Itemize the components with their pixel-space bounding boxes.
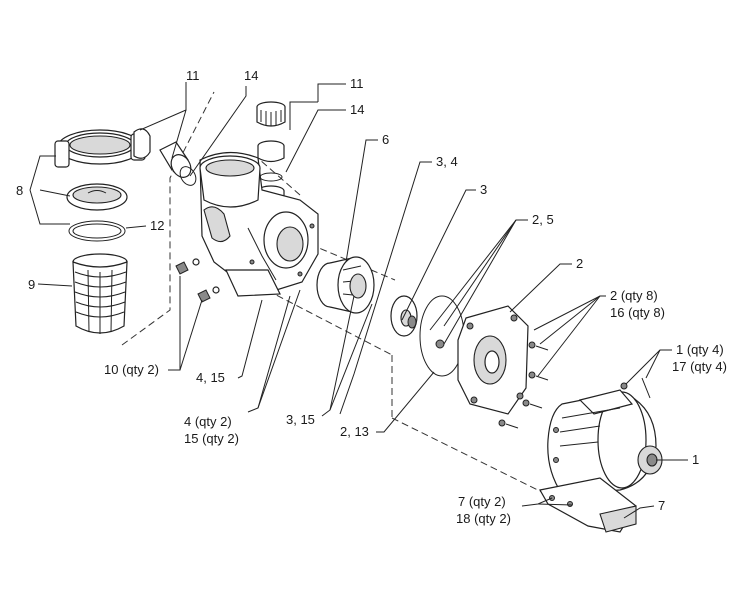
label-15-qty-2: 15 (qty 2) (184, 431, 239, 446)
pump-housing (199, 151, 319, 297)
label-9: 9 (28, 277, 35, 292)
label-4-15: 4, 15 (196, 370, 225, 385)
strainer-lid (66, 183, 128, 211)
label-6: 6 (382, 132, 389, 147)
label-8: 8 (16, 183, 23, 198)
drain-plugs (175, 258, 220, 303)
label-2-13: 2, 13 (340, 424, 369, 439)
seal-plate-bolts (498, 341, 549, 429)
label-18-qty-2: 18 (qty 2) (456, 511, 511, 526)
label-10-qty-2: 10 (qty 2) (104, 362, 159, 377)
leader-lines (29, 82, 688, 519)
label-1: 1 (692, 452, 699, 467)
label-3-4: 3, 4 (436, 154, 458, 169)
label-3: 3 (480, 182, 487, 197)
strainer-lid-ring (54, 128, 151, 168)
label-7-qty-2: 7 (qty 2) (458, 494, 506, 509)
diffuser (316, 256, 375, 314)
label-2: 2 (576, 256, 583, 271)
label-12: 12 (150, 218, 164, 233)
label-4-qty-2: 4 (qty 2) (184, 414, 232, 429)
label-2-5: 2, 5 (532, 212, 554, 227)
label-14-right: 14 (350, 102, 364, 117)
left-union-fitting (159, 141, 197, 186)
label-3-15: 3, 15 (286, 412, 315, 427)
motor-bolts (620, 377, 651, 399)
lid-o-ring (68, 220, 126, 242)
seal-plate (457, 305, 529, 415)
label-1-qty-4: 1 (qty 4) (676, 342, 724, 357)
callout-labels: 11 14 11 14 6 3, 4 3 2, 5 2 8 12 9 2 (qt… (16, 68, 727, 526)
motor (547, 389, 663, 495)
label-2-qty-8: 2 (qty 8) (610, 288, 658, 303)
label-17-qty-4: 17 (qty 4) (672, 359, 727, 374)
label-11-right: 11 (350, 76, 364, 91)
label-16-qty-8: 16 (qty 8) (610, 305, 665, 320)
strainer-basket (72, 253, 128, 334)
label-14-left: 14 (244, 68, 258, 83)
label-11-left: 11 (186, 68, 200, 83)
impeller (390, 295, 418, 337)
label-7: 7 (658, 498, 665, 513)
